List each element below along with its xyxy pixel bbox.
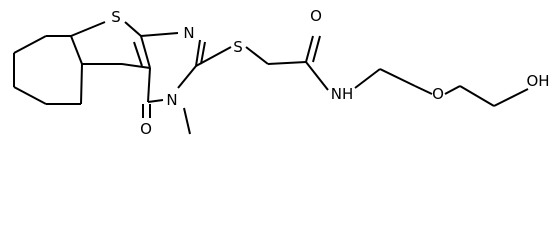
bond (133, 41, 143, 67)
bond (80, 63, 83, 105)
bond (124, 21, 142, 37)
bond (70, 35, 83, 65)
atom-s-thiophene: S (111, 8, 121, 26)
atom-o-amide: O (310, 7, 322, 25)
atom-o-ketone: O (140, 120, 152, 138)
bond (183, 107, 191, 135)
bond (13, 86, 47, 105)
atom-n-pyrimidine: N (183, 24, 194, 42)
bond (70, 21, 106, 37)
bond (444, 85, 461, 95)
bond (379, 68, 416, 87)
atom-nh-amide: NH (331, 85, 354, 103)
bond (195, 39, 201, 67)
bonds (13, 21, 529, 135)
bond (305, 61, 329, 91)
bond (177, 65, 197, 89)
bond (13, 35, 47, 54)
atom-labels: S N S O N O NH O OH (111, 7, 549, 138)
bond (147, 67, 151, 103)
bond (312, 35, 321, 63)
bond (195, 46, 232, 67)
atom-o-ether: O (432, 85, 444, 103)
atom-s-thioether: S (233, 38, 243, 56)
bond (354, 68, 381, 89)
bond (147, 99, 164, 103)
bond (493, 88, 529, 107)
bond (140, 35, 151, 69)
atom-n-methyl: N (166, 91, 177, 109)
bond (121, 63, 151, 69)
chemical-structure-diagram: S N S O N O NH O OH (13, 7, 550, 138)
bond (305, 35, 314, 63)
bond (414, 85, 433, 95)
bond (200, 41, 206, 65)
bond (459, 85, 495, 107)
atom-oh-terminal: OH (526, 72, 549, 90)
bond (267, 61, 307, 65)
bond (245, 46, 269, 65)
bond (140, 32, 179, 37)
